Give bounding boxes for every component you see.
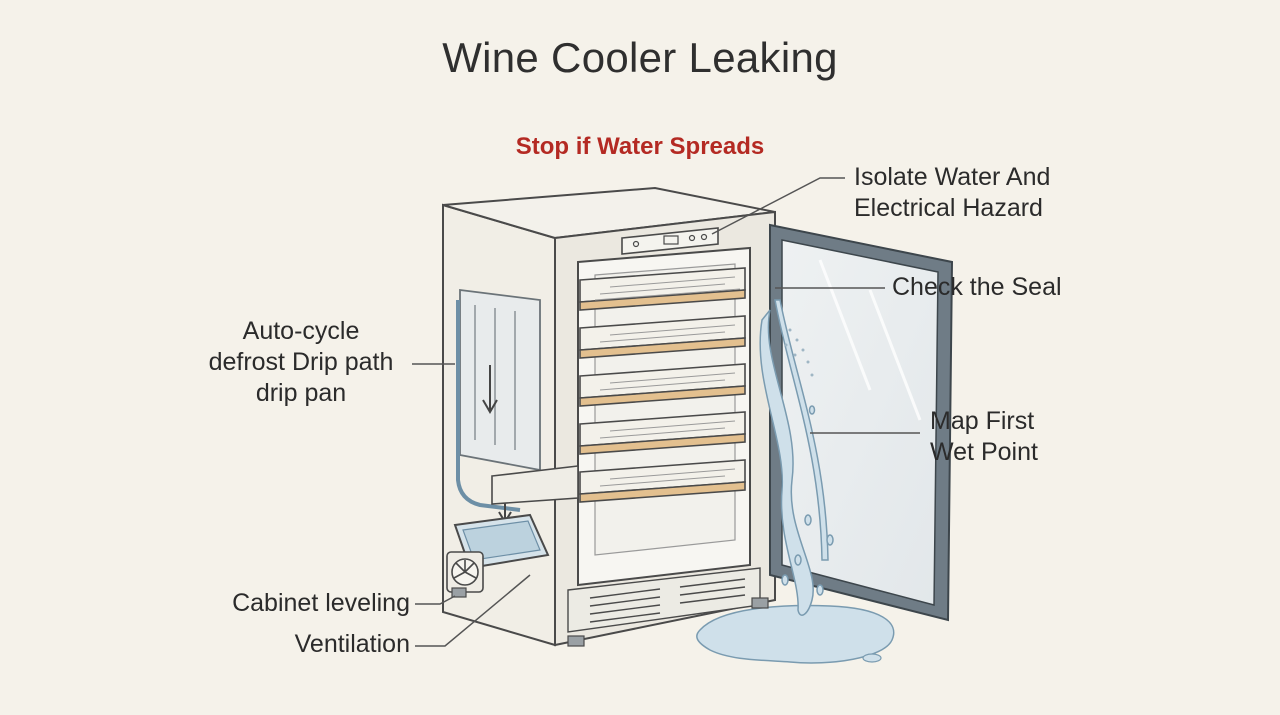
callout-cabinet-leveling: Cabinet leveling — [232, 589, 410, 617]
callout-isolate-line2: Electrical Hazard — [854, 194, 1043, 222]
leader-isolate — [711, 177, 845, 235]
water-leak-stream — [759, 299, 834, 616]
condenser-fan — [446, 551, 484, 593]
callout-isolate-line1: Isolate Water And — [854, 163, 1051, 191]
callout-map-line1: Map First — [930, 407, 1035, 435]
callout-defrost-line1: Auto-cycle — [242, 317, 360, 345]
water-spray-dots — [784, 328, 814, 377]
shelf-2 — [579, 315, 746, 359]
callout-map-wet-point: Map First Wet Point — [930, 406, 1038, 468]
foot-front-right — [751, 597, 769, 609]
evaporator-coils — [474, 305, 516, 450]
shelf-5 — [579, 459, 746, 503]
water-droplet-floor — [862, 653, 882, 663]
shelf-4 — [579, 411, 746, 455]
drip-path-line — [456, 300, 521, 512]
foot-back-left — [451, 587, 467, 598]
shelf-3 — [579, 363, 746, 407]
control-panel — [621, 227, 719, 255]
side-tray — [491, 465, 579, 505]
foot-front-left — [567, 635, 585, 647]
leader-leveling — [415, 595, 456, 605]
callout-defrost-line2: defrost Drip path — [208, 348, 394, 376]
leader-ventilation — [415, 574, 531, 647]
warning-heading: Stop if Water Spreads — [515, 133, 765, 160]
callout-isolate-hazard: Isolate Water And Electrical Hazard — [854, 162, 1050, 224]
callout-ventilation: Ventilation — [294, 630, 410, 658]
callout-leader-lines — [412, 177, 920, 647]
evaporator-plate — [459, 288, 541, 472]
callout-map-line2: Wet Point — [930, 438, 1038, 466]
callout-defrost-drip: Auto-cycle defrost Drip path drip pan — [196, 316, 406, 409]
callout-defrost-line3: drip pan — [255, 379, 347, 407]
water-puddle — [696, 604, 895, 664]
drip-path-arrow-down — [482, 365, 498, 414]
wine-shelves — [491, 267, 746, 505]
callout-check-seal: Check the Seal — [892, 273, 1062, 301]
shelf-1 — [579, 267, 746, 311]
page-title: Wine Cooler Leaking — [442, 34, 838, 81]
